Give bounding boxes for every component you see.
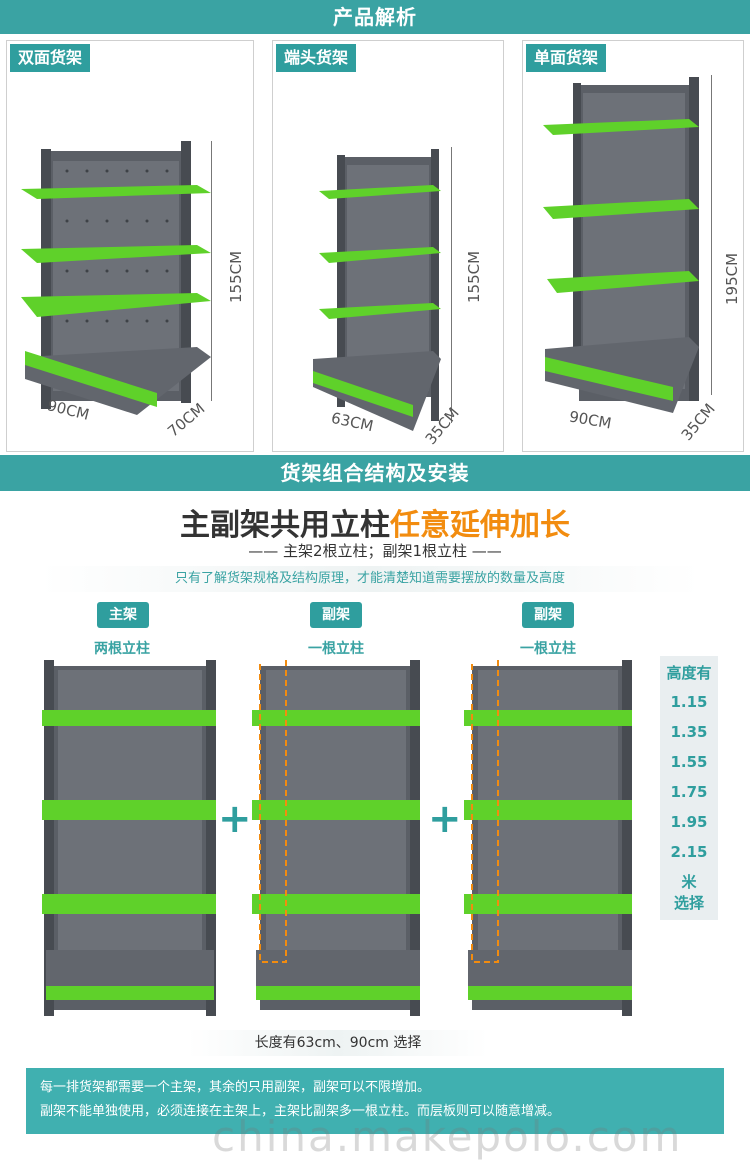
panel-double-sided: 双面货架 155CM 90CM 70CM	[6, 40, 254, 452]
headline-highlight: 任意延伸加长	[390, 508, 570, 543]
panel-end-cap: 端头货架 155CM 63CM 35CM	[272, 40, 504, 452]
plus-sign-1: +	[218, 796, 252, 842]
note-line-2: 副架不能单独使用，必须连接在主架上，主架比副架多一根立柱。而层板则可以随意增减。	[40, 1104, 561, 1119]
height-dimension-line	[711, 75, 712, 395]
sub-rack-illustration-1	[252, 660, 420, 1016]
panel-label: 端头货架	[276, 44, 357, 72]
height-option: 1.75	[670, 783, 708, 801]
main-rack-subtitle: 两根立柱	[94, 641, 150, 657]
double-sided-rack-illustration	[21, 141, 211, 415]
watermark: china.makepolo.com	[212, 1112, 683, 1161]
end-cap-rack-illustration	[313, 149, 441, 431]
height-option: 1.95	[670, 813, 708, 831]
height-dimension: 155CM	[465, 250, 483, 303]
section-title-assembly: 货架组合结构及安装	[0, 455, 750, 491]
length-options: 长度有63cm、90cm 选择	[188, 1030, 488, 1056]
notes-box: 每一排货架都需要一个主架，其余的只用副架，副架可以不限增加。 副架不能单独使用，…	[26, 1068, 724, 1134]
note-line-1: 每一排货架都需要一个主架，其余的只用副架，副架可以不限增加。	[40, 1080, 431, 1095]
height-option: 1.55	[670, 753, 708, 771]
section-title-analysis: 产品解析	[0, 0, 750, 34]
height-option: 1.15	[670, 693, 708, 711]
height-dimension: 195CM	[723, 252, 741, 305]
sub-rack-tag-1: 副架	[310, 602, 362, 628]
height-option: 1.35	[670, 723, 708, 741]
sub-rack-subtitle-2: 一根立柱	[520, 641, 576, 657]
panel-single-sided: 单面货架 195CM 90CM 35CM	[522, 40, 744, 452]
main-rack-illustration	[42, 660, 216, 1016]
plus-sign-2: +	[428, 796, 462, 842]
headline-main: 主副架共用立柱	[180, 508, 390, 543]
height-dimension: 155CM	[227, 250, 245, 303]
height-unit: 米	[681, 873, 697, 891]
sub-rack-subtitle-1: 一根立柱	[308, 641, 364, 657]
subline: —— 主架2根立柱；副架1根立柱 ——	[248, 542, 502, 560]
height-options-title: 高度有	[666, 664, 712, 682]
single-sided-rack-illustration	[543, 77, 699, 413]
height-dimension-line	[451, 147, 452, 423]
height-choose: 选择	[673, 894, 704, 912]
height-options: 高度有 1.15 1.35 1.55 1.75 1.95 2.15 米 选择	[660, 656, 718, 920]
sub-rack-illustration-2	[464, 660, 632, 1016]
height-dimension-line	[211, 141, 212, 401]
headline: 主副架共用立柱任意延伸加长	[0, 500, 750, 544]
info-bar: 只有了解货架规格及结构原理，才能清楚知道需要摆放的数量及高度	[40, 566, 700, 592]
panel-label: 单面货架	[526, 44, 607, 72]
sub-rack-tag-2: 副架	[522, 602, 574, 628]
panel-label: 双面货架	[10, 44, 91, 72]
height-option: 2.15	[670, 843, 708, 861]
main-rack-tag: 主架	[97, 602, 149, 628]
